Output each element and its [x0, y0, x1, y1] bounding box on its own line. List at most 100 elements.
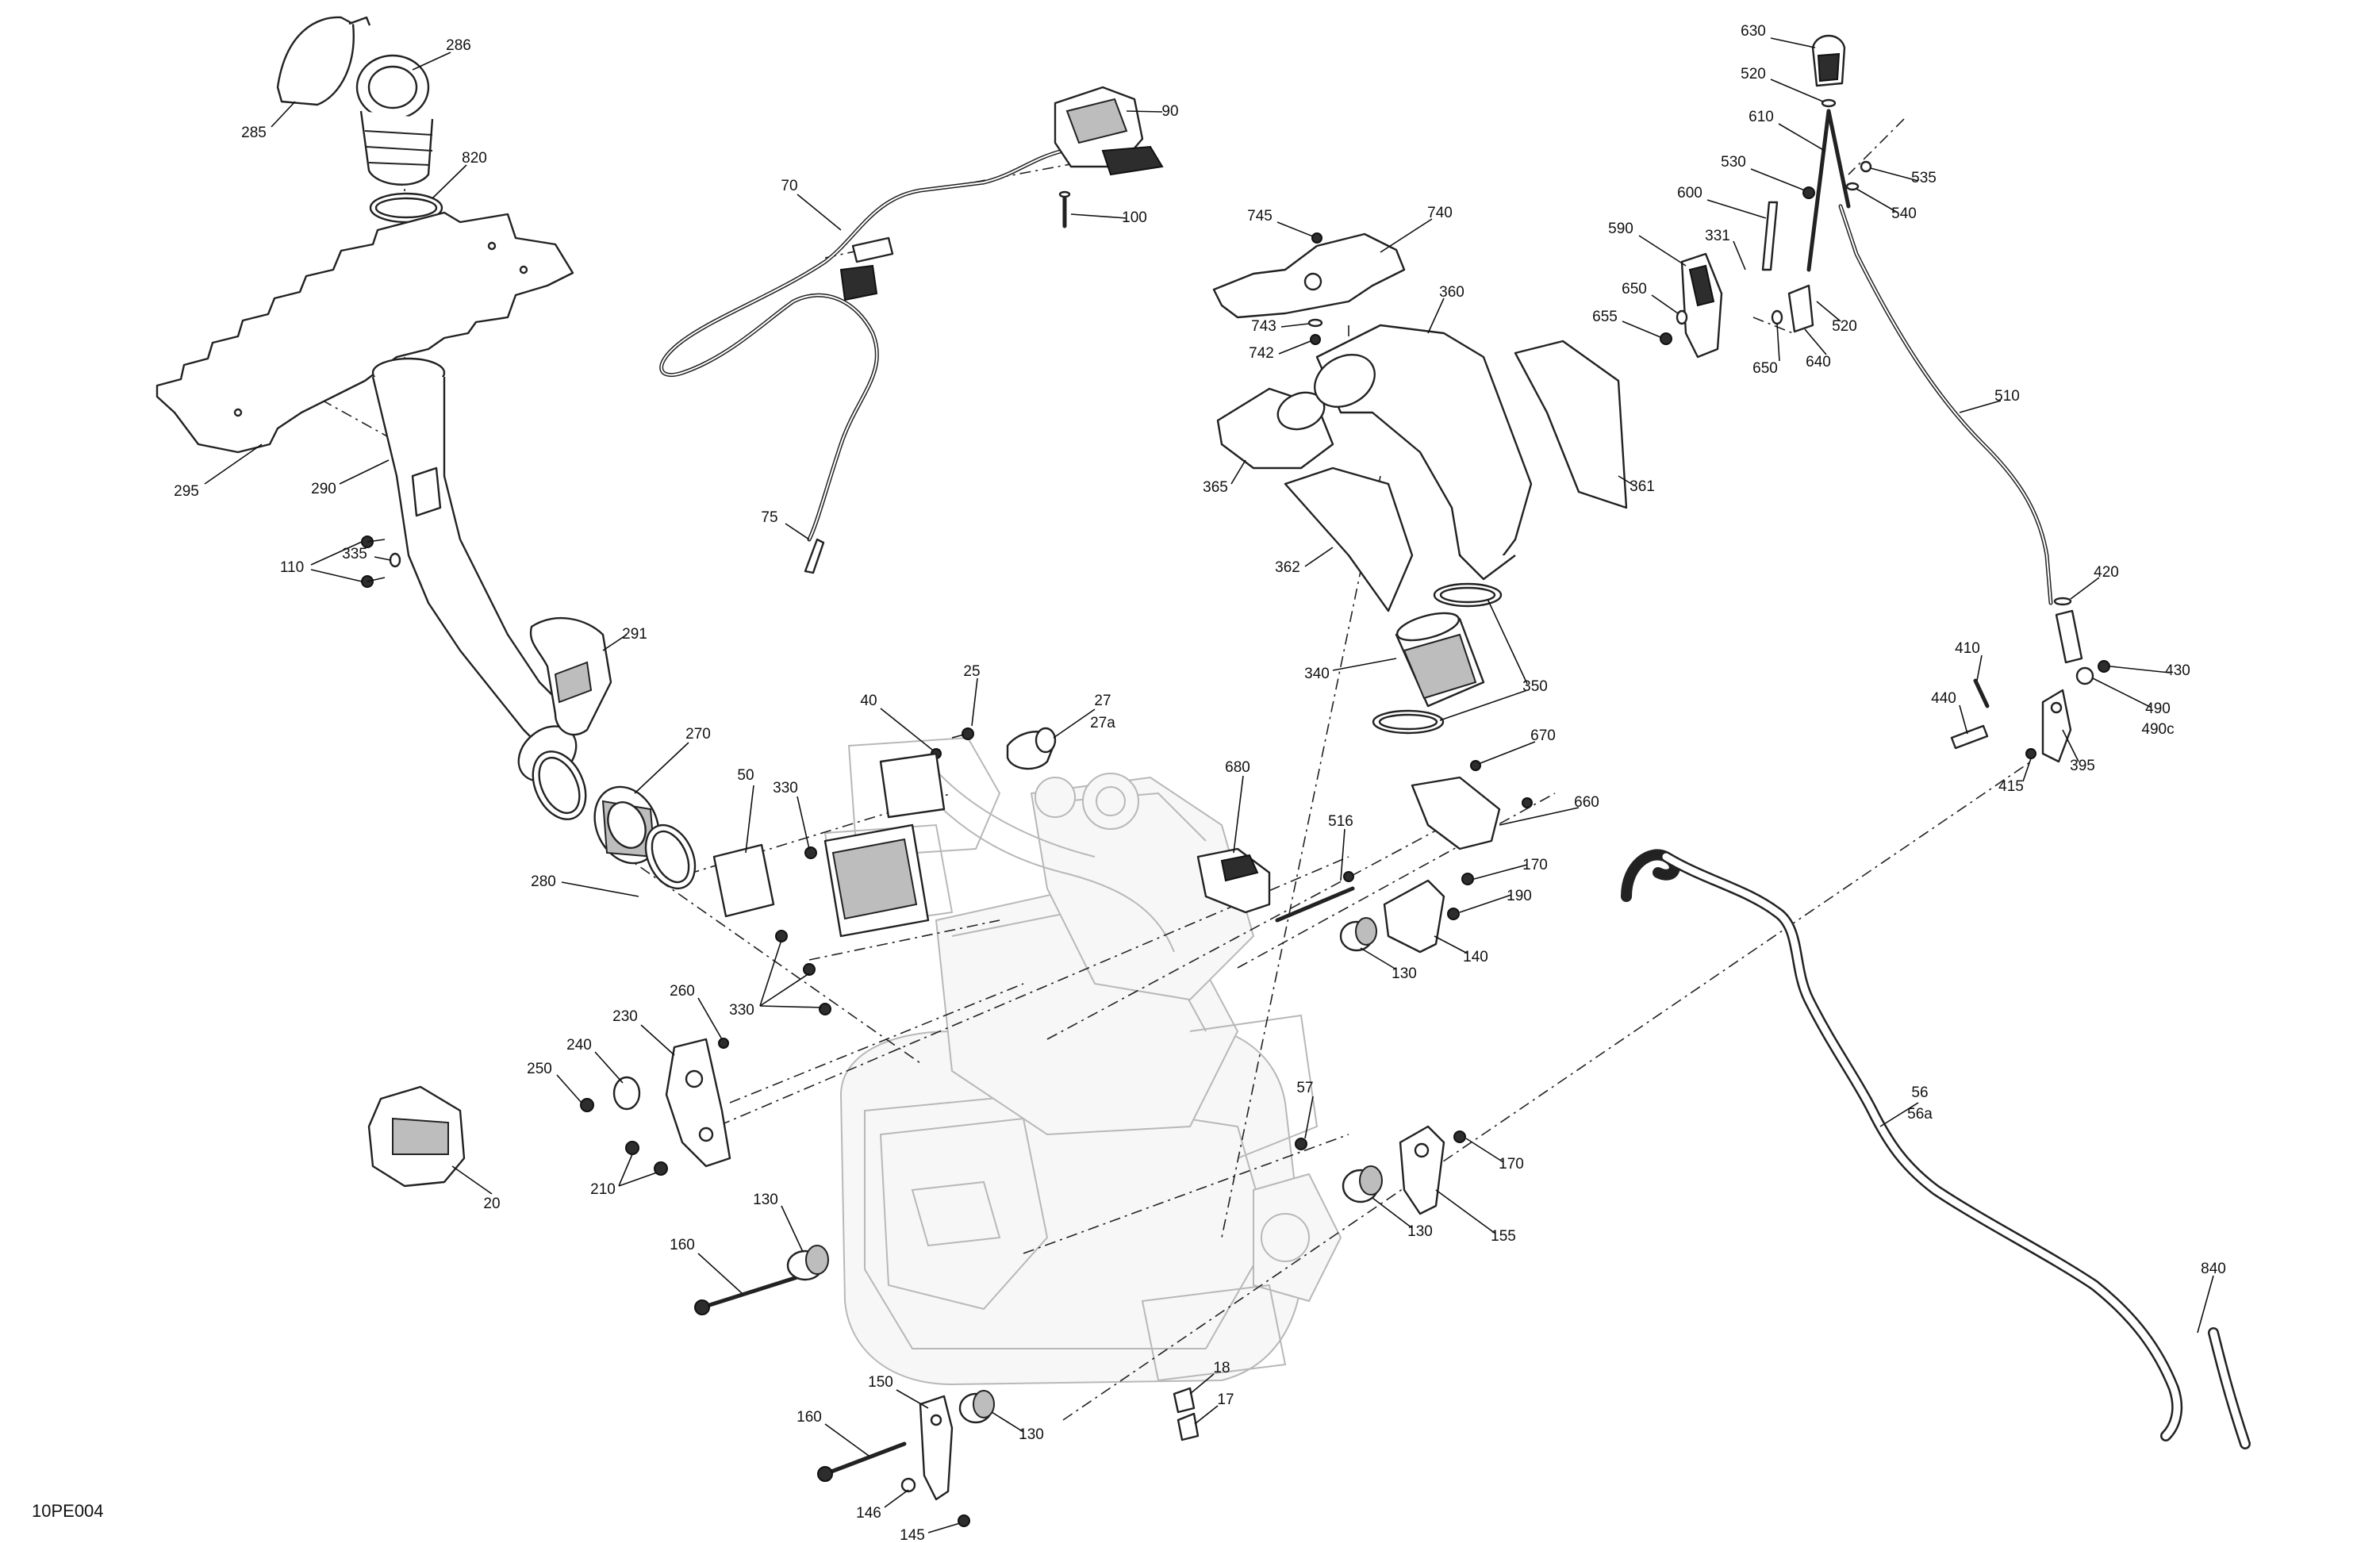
plate-50 [712, 843, 775, 918]
callout-c260: 260 [670, 983, 695, 1000]
callout-c230: 230 [612, 1008, 638, 1025]
callout-c360: 360 [1439, 284, 1464, 301]
callout-c110: 110 [280, 559, 304, 576]
figure-code: 10PE004 [32, 1501, 104, 1521]
sleeve-under-420 [2055, 609, 2083, 664]
screw-100 [1058, 190, 1071, 228]
callout-c280: 280 [531, 873, 556, 890]
bracket-740 [1212, 232, 1406, 319]
nut-145 [958, 1514, 970, 1527]
callout-c335: 335 [342, 546, 367, 562]
callout-c535: 535 [1911, 170, 1937, 186]
nut-170-a [1461, 873, 1474, 885]
ring-520-a [1821, 98, 1837, 108]
callout-c130a: 130 [753, 1192, 778, 1208]
callout-c516: 516 [1328, 813, 1353, 830]
callout-c130d: 130 [1407, 1223, 1433, 1240]
mount-240 [612, 1076, 641, 1111]
callout-c650b: 650 [1752, 360, 1778, 377]
callout-c610: 610 [1749, 109, 1774, 125]
bolt-190 [1447, 908, 1460, 920]
callout-c670: 670 [1530, 727, 1556, 744]
elbow-365 [1216, 387, 1334, 470]
callout-c170a: 170 [1522, 857, 1548, 873]
callout-c640: 640 [1806, 354, 1831, 370]
washers-743-742 [1307, 318, 1323, 345]
shield-361 [1514, 340, 1628, 509]
callout-c20: 20 [483, 1196, 500, 1212]
bolt-655 [1660, 332, 1672, 345]
callout-c520b: 520 [1832, 318, 1857, 335]
callout-c290: 290 [311, 481, 336, 497]
callout-c240: 240 [566, 1037, 592, 1054]
bracket-150 [919, 1395, 954, 1501]
coupler-270 [593, 785, 660, 865]
callout-c365: 365 [1203, 479, 1228, 496]
guard-20 [367, 1085, 466, 1188]
engine-block-ghost [823, 736, 1342, 1386]
bolt-250 [580, 1098, 594, 1112]
callout-c130c: 130 [1392, 965, 1417, 982]
callout-c430: 430 [2165, 662, 2190, 679]
shift-knob-630 [1811, 34, 1846, 87]
intake-boot-291 [529, 616, 612, 736]
fitting-18-17 [1173, 1387, 1200, 1441]
callout-c740: 740 [1427, 205, 1453, 221]
bracket-230 [665, 1038, 731, 1168]
stud-146 [900, 1477, 916, 1493]
link-640 [1787, 284, 1814, 333]
duct-360 [1314, 324, 1533, 581]
mount-130-d [1342, 1165, 1383, 1203]
callout-c520a: 520 [1741, 66, 1766, 83]
nut-530 [1802, 186, 1815, 199]
mount-130-a [786, 1245, 829, 1281]
callout-c160a: 160 [670, 1237, 695, 1253]
long-bolt-160-a [694, 1275, 800, 1315]
clamp-350-b [1372, 709, 1445, 735]
callout-c340: 340 [1304, 666, 1330, 682]
callout-c27a: 27a [1090, 715, 1115, 731]
clamp-280-b [644, 823, 697, 890]
long-bolt-160-b [817, 1441, 907, 1482]
callout-c330b: 330 [729, 1002, 754, 1019]
rod-516 [1275, 871, 1355, 923]
callout-c56: 56 [1911, 1084, 1928, 1101]
callout-c286: 286 [446, 37, 471, 54]
screws-110-335 [361, 535, 401, 588]
leader-lines [204, 37, 2214, 1533]
callout-c160b: 160 [797, 1409, 822, 1426]
pivot-590 [1680, 252, 1723, 359]
callout-c600: 600 [1677, 185, 1702, 202]
cover-660-670 [1411, 760, 1533, 850]
bracket-155 [1399, 1125, 1445, 1215]
bolt-57 [1295, 1138, 1307, 1150]
shift-rod-510 [1838, 204, 2053, 605]
screw-260 [718, 1038, 729, 1049]
mount-130-b [958, 1390, 995, 1424]
callout-c270: 270 [685, 726, 711, 743]
fastener-415 [2025, 748, 2036, 759]
callout-c530: 530 [1721, 154, 1746, 171]
callout-c590: 590 [1608, 221, 1633, 237]
callout-c660: 660 [1574, 794, 1599, 811]
pin-410 [1973, 678, 1990, 708]
screws-330 [775, 846, 831, 1015]
wire-harness-70 [659, 148, 1065, 574]
callout-c70: 70 [781, 178, 797, 194]
callout-c680: 680 [1225, 759, 1250, 776]
washer-540 [1845, 182, 1860, 191]
bolt-25 [951, 727, 974, 740]
callout-c130b: 130 [1019, 1426, 1044, 1443]
pin-440 [1950, 724, 1989, 750]
callout-c210: 210 [590, 1181, 616, 1198]
callout-c650a: 650 [1622, 281, 1647, 297]
callout-c440: 440 [1931, 690, 1956, 707]
mount-130-c [1339, 917, 1377, 952]
callout-c145: 145 [900, 1527, 925, 1543]
joint-490 [2075, 666, 2094, 685]
switch-90 [1054, 86, 1164, 176]
bolt-535 [1860, 160, 1872, 173]
bracket-680 [1196, 847, 1271, 914]
